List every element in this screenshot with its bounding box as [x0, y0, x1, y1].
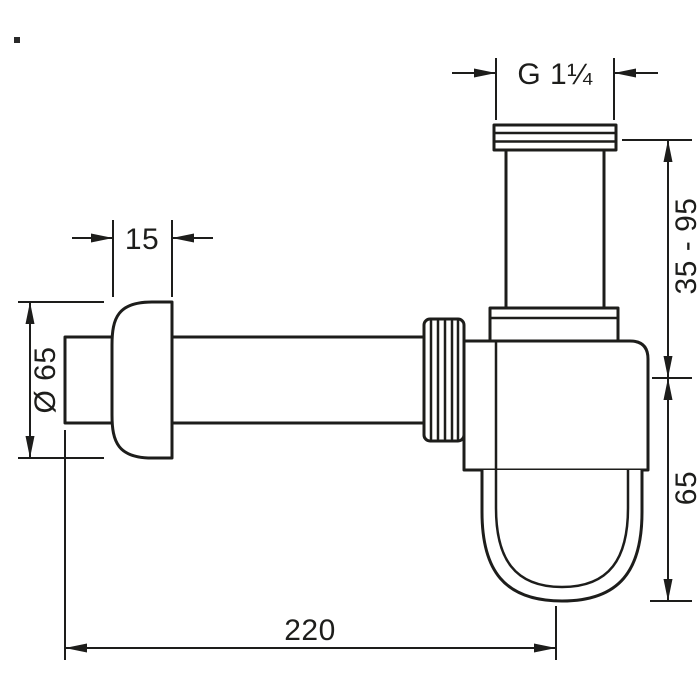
horizontal-pipe [63, 335, 427, 425]
cup-height-label: 65 [670, 471, 700, 505]
slip-nut-ribs [429, 319, 460, 441]
arrow-down-icon [25, 436, 35, 458]
dim-pipe-diameter: Ø 65 [18, 301, 104, 459]
thread-lines [492, 131, 618, 143]
arrow-left-icon [172, 233, 194, 243]
arrow-up-icon [663, 140, 673, 162]
tailpiece-nut [488, 306, 620, 343]
dim-thread-size: G 1¼ [452, 58, 658, 120]
length-label: 220 [284, 614, 336, 647]
wall-rosette [110, 300, 174, 460]
trap-body [462, 339, 650, 472]
dim-length: 220 [64, 430, 557, 660]
dim-rosette-depth: 15 [72, 220, 213, 297]
rosette-depth-label: 15 [125, 223, 159, 256]
arrow-right-icon [534, 643, 556, 653]
arrow-left-icon [614, 68, 636, 78]
thread-size-label: G 1¼ [517, 58, 593, 91]
trap-outline [63, 123, 650, 603]
trap-cup-inner-line [494, 468, 630, 589]
pipe-diameter-label: Ø 65 [29, 346, 62, 413]
height-range-label: 35 - 95 [670, 198, 700, 295]
thread-block [492, 123, 618, 152]
arrow-right-icon [474, 68, 496, 78]
arrow-down-icon [663, 579, 673, 601]
arrow-up-icon [25, 302, 35, 324]
arrow-down-icon [663, 356, 673, 378]
arrow-right-icon [91, 233, 113, 243]
trap-cup [480, 470, 644, 603]
arrow-up-icon [663, 378, 673, 400]
dim-cup-height: 65 [650, 378, 700, 602]
arrow-left-icon [65, 643, 87, 653]
tailpiece-tube [504, 148, 606, 310]
dim-height-range: 35 - 95 [622, 139, 700, 379]
stray-mark [14, 37, 20, 43]
